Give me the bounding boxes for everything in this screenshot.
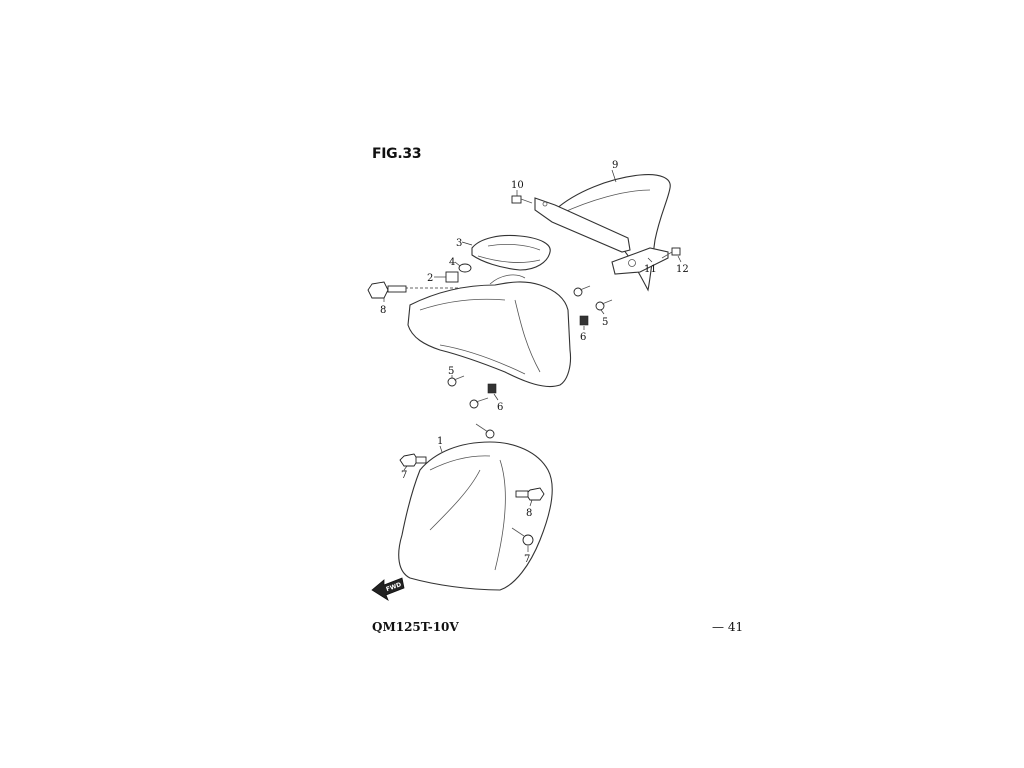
cap-part-4 [458,263,472,273]
callout-6-left: 6 [497,402,503,413]
screw-upper-front [475,423,495,439]
clip-part-2 [405,271,470,289]
callout-7-left: 7 [401,470,407,481]
model-number: QM125T-10V [372,620,459,634]
screw-part-5-left [447,375,465,387]
screw-upper-right [573,285,591,297]
figure-title: FIG.33 [372,146,422,162]
callout-4: 4 [449,257,455,268]
page-number: — 41 [712,620,744,634]
callout-5-right: 5 [602,317,608,328]
leader-lines [383,169,682,552]
bolt-part-7-lower [511,527,534,546]
bolt-part-12 [661,247,681,259]
callout-2: 2 [427,273,433,284]
bolt-part-8-upper [367,281,407,299]
callout-7-lower: 7 [524,554,530,565]
cover-part-3 [471,234,551,271]
callout-8-lower: 8 [526,508,532,519]
callout-1: 1 [437,436,443,447]
front-fender-part-1 [398,441,553,591]
nut-part-6-left [487,383,497,394]
callout-5-left: 5 [448,366,454,377]
callout-8-upper: 8 [380,305,386,316]
plate-bracket-part-11 [611,247,669,275]
rear-fender-body [407,274,572,388]
callout-3: 3 [456,238,462,249]
callout-10: 10 [511,180,524,191]
callout-11: 11 [644,264,657,275]
bolt-part-10 [511,195,533,204]
callout-6-right: 6 [580,332,586,343]
nut-part-6-right [579,315,589,326]
fwd-arrow-icon: FWD [371,577,405,601]
fwd-label: FWD [385,581,402,593]
bolt-part-7-left [399,453,427,467]
bolt-part-8-lower [515,487,545,501]
callout-9: 9 [612,160,618,171]
screw-part-5-right [595,299,613,311]
screw-middle [469,397,489,409]
callout-12: 12 [676,264,689,275]
